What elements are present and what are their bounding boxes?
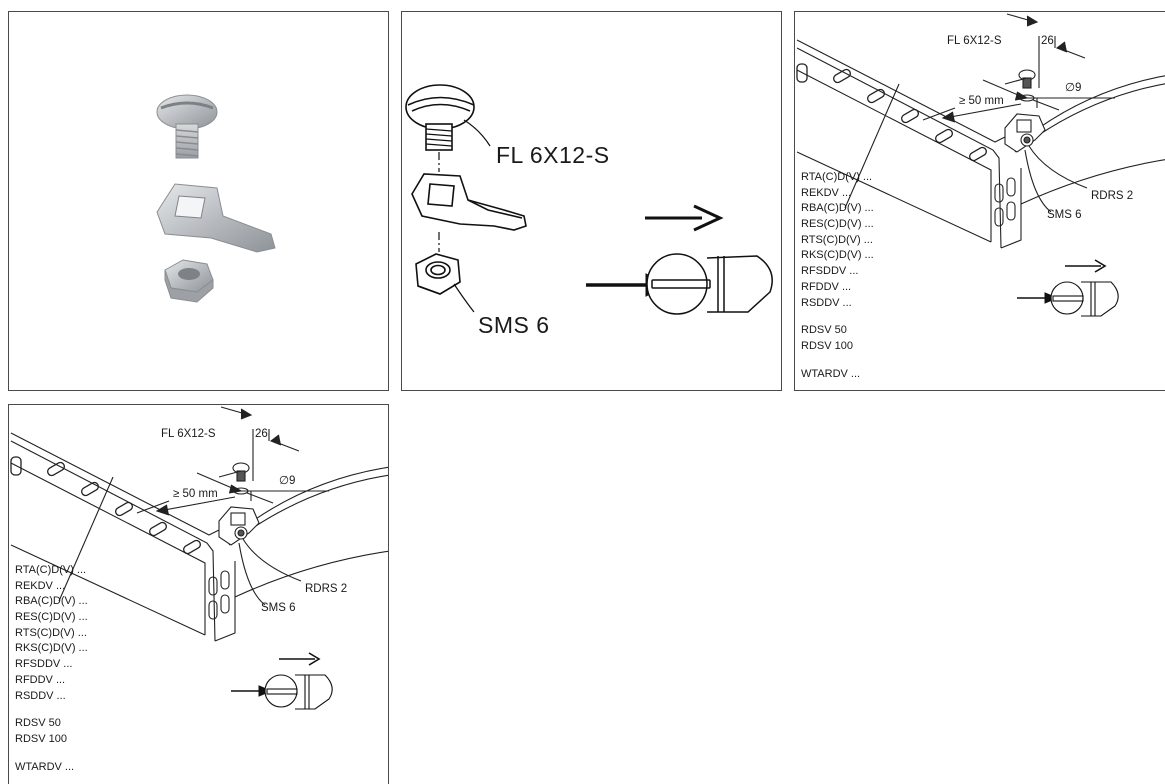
screw-label: FL 6X12-S [496, 142, 610, 168]
part-item: RTA(C)D(V) ... [15, 564, 87, 576]
part-item: RFDDV ... [15, 673, 66, 686]
dimension-diameter: ∅9 [279, 475, 296, 487]
part-item: RDSV 50 [801, 324, 847, 337]
nut-label: SMS 6 [478, 312, 550, 338]
part-item: RBA(C)D(V) ... [801, 202, 874, 215]
part-item: RDSV 100 [15, 732, 67, 745]
dimension-26: 26 [255, 428, 268, 440]
screw-drawing [405, 84, 475, 172]
part-item: RES(C)D(V) ... [801, 218, 874, 231]
nut-label: SMS 6 [1047, 209, 1082, 221]
compatible-parts-list: RTA(C)D(V) ... REKDV ... RBA(C)D(V) ... … [801, 170, 874, 382]
part-item: WTARDV ... [15, 760, 75, 773]
tray-assembly-drawing [10, 406, 388, 710]
part-item: RDSV 100 [801, 339, 853, 352]
part-item: RFSDDV ... [15, 658, 73, 671]
clamp-photo [156, 183, 276, 253]
connector-label: RDRS 2 [1091, 190, 1134, 202]
nut-drawing [415, 253, 461, 295]
part-item: RES(C)D(V) ... [15, 611, 88, 624]
clamp-drawing [411, 173, 527, 252]
part-item: RSDDV ... [801, 296, 852, 309]
part-item: RDSV 50 [15, 717, 61, 730]
tray-assembly-drawing [796, 13, 1165, 317]
part-item: RFSDDV ... [801, 265, 859, 278]
slot-detail [646, 253, 773, 315]
screw-photo [156, 94, 218, 159]
part-item: RBA(C)D(V) ... [15, 595, 88, 608]
screw-label: FL 6X12-S [947, 35, 1002, 47]
part-item: WTARDV ... [801, 367, 861, 380]
part-item: RTS(C)D(V) ... [801, 233, 873, 246]
dimension-min-50mm: ≥ 50 mm [959, 95, 1004, 107]
part-item: RTS(C)D(V) ... [15, 626, 87, 639]
nut-photo [164, 259, 214, 303]
dimension-min-50mm: ≥ 50 mm [173, 488, 218, 500]
dimension-26: 26 [1041, 35, 1054, 47]
part-item: RFDDV ... [801, 280, 852, 293]
connector-label: RDRS 2 [305, 583, 348, 595]
photo-panel [8, 11, 389, 391]
part-item: RKS(C)D(V) ... [801, 249, 874, 262]
part-item: REKDV ... [15, 579, 66, 592]
part-item: RKS(C)D(V) ... [15, 642, 88, 655]
assembly-detail-panel-2: FL 6X12-S 26 ≥ 50 mm ∅9 RDRS 2 SMS 6 RTA… [8, 404, 389, 784]
part-item: RSDDV ... [15, 689, 66, 702]
dimension-diameter: ∅9 [1065, 82, 1082, 94]
compatible-parts-list: RTA(C)D(V) ... REKDV ... RBA(C)D(V) ... … [15, 563, 88, 775]
part-item: REKDV ... [801, 186, 852, 199]
exploded-drawing [405, 84, 773, 315]
screw-label: FL 6X12-S [161, 428, 216, 440]
assembly-detail-panel-1: FL 6X12-S 26 ≥ 50 mm ∅9 RDRS 2 SMS 6 RTA… [794, 11, 1165, 391]
exploded-view-panel: FL 6X12-S SMS 6 [401, 11, 782, 391]
part-item: RTA(C)D(V) ... [801, 171, 873, 183]
parts-photo [156, 94, 276, 303]
nut-label: SMS 6 [261, 602, 296, 614]
